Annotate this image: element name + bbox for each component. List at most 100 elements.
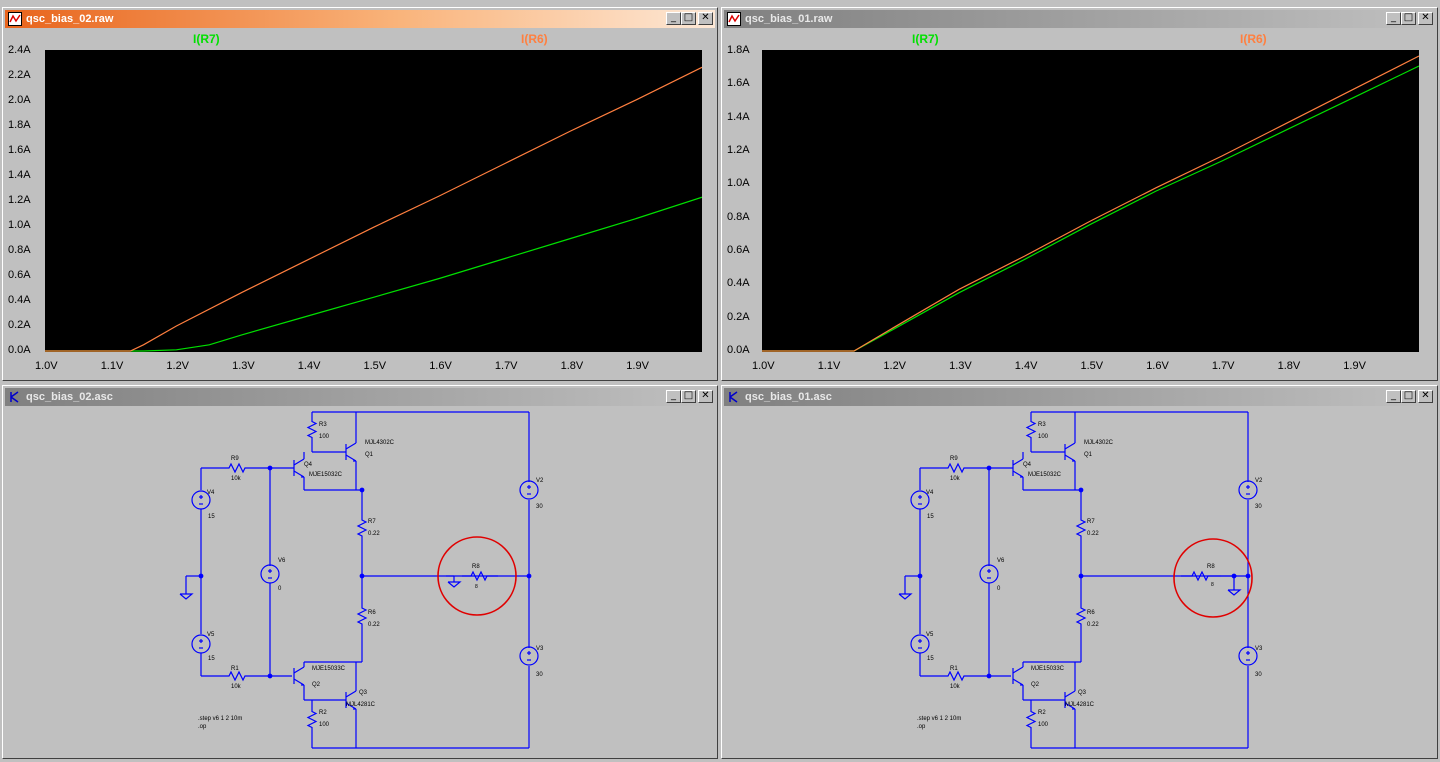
component-label: V6 bbox=[997, 558, 1005, 564]
voltage-source-icon[interactable] bbox=[979, 564, 999, 584]
wire bbox=[306, 418, 318, 443]
component-label: 100 bbox=[1038, 722, 1049, 728]
maximize-button[interactable]: □ bbox=[1401, 390, 1416, 403]
y-tick-label: 0.0A bbox=[727, 344, 750, 356]
y-tick-label: 1.2A bbox=[8, 194, 31, 206]
component-label: 100 bbox=[1038, 434, 1049, 440]
window-controls: _ □ ✕ bbox=[1386, 390, 1433, 403]
component-label: R3 bbox=[1038, 422, 1046, 428]
component-label: V5 bbox=[926, 632, 934, 638]
maximize-button[interactable]: □ bbox=[1401, 12, 1416, 25]
wire bbox=[1075, 516, 1087, 542]
title-bar[interactable]: qsc_bias_01.raw bbox=[724, 10, 1435, 28]
wire bbox=[1012, 666, 1024, 674]
x-tick-label: 1.5V bbox=[363, 360, 387, 372]
junction bbox=[359, 573, 365, 579]
component-label: R8 bbox=[472, 564, 480, 570]
x-tick-label: 1.4V bbox=[297, 360, 321, 372]
component-label: 0.22 bbox=[1087, 531, 1099, 537]
trace-ir7[interactable] bbox=[45, 196, 703, 352]
component-label: .op bbox=[198, 724, 207, 730]
wire bbox=[943, 462, 971, 474]
wire bbox=[293, 666, 305, 674]
component-label: 10k bbox=[950, 684, 961, 690]
component-label: V2 bbox=[1255, 478, 1263, 484]
minimize-button[interactable]: _ bbox=[666, 12, 681, 25]
y-tick-label: 0.0A bbox=[8, 344, 31, 356]
voltage-source-icon[interactable] bbox=[1238, 480, 1258, 500]
trace-ir6[interactable] bbox=[45, 66, 703, 352]
component-label: V6 bbox=[278, 558, 286, 564]
y-tick-label: 1.4A bbox=[727, 110, 750, 123]
component-label: MJE15033C bbox=[1031, 666, 1065, 672]
component-label: MJE15032C bbox=[309, 472, 343, 478]
window-title: qsc_bias_02.asc bbox=[26, 391, 113, 403]
title-bar[interactable]: qsc_bias_01.asc bbox=[724, 388, 1435, 406]
wire bbox=[447, 581, 462, 588]
component-label: 8 bbox=[1211, 582, 1214, 588]
wire bbox=[1064, 702, 1076, 710]
x-tick-label: 1.2V bbox=[883, 360, 907, 372]
voltage-source-icon[interactable] bbox=[519, 480, 539, 500]
x-tick-label: 1.0V bbox=[752, 360, 775, 372]
component-label: R1 bbox=[950, 666, 958, 672]
component-label: R2 bbox=[319, 710, 327, 716]
wire bbox=[898, 593, 913, 600]
close-button[interactable]: ✕ bbox=[1418, 390, 1433, 403]
plot-window-bias-02[interactable]: qsc_bias_02.raw _ □ ✕ I(R7) I(R6) 0.0A 0.… bbox=[2, 7, 718, 381]
wire bbox=[1012, 458, 1024, 466]
trace-ir7[interactable] bbox=[762, 65, 1420, 352]
component-label: 30 bbox=[536, 672, 543, 678]
plot-svg bbox=[762, 55, 1420, 352]
component-label: R6 bbox=[1087, 610, 1095, 616]
y-tick-label: 0.6A bbox=[8, 269, 31, 281]
trace-label-r7[interactable]: I(R7) bbox=[912, 32, 939, 46]
close-button[interactable]: ✕ bbox=[698, 390, 713, 403]
x-tick-label: 1.3V bbox=[232, 360, 255, 372]
component-label: Q4 bbox=[1023, 462, 1032, 468]
component-label: R1 bbox=[231, 666, 239, 672]
component-label: .step v6 1 2 10m bbox=[917, 716, 961, 722]
component-label: .step v6 1 2 10m bbox=[198, 716, 242, 722]
close-button[interactable]: ✕ bbox=[698, 12, 713, 25]
trace-label-r6[interactable]: I(R6) bbox=[1240, 32, 1267, 46]
maximize-button[interactable]: □ bbox=[681, 390, 696, 403]
x-tick-label: 1.7V bbox=[1211, 360, 1235, 372]
wire bbox=[293, 470, 305, 478]
minimize-button[interactable]: _ bbox=[1386, 390, 1401, 403]
component-label: 8 bbox=[475, 584, 478, 590]
wire bbox=[224, 462, 252, 474]
window-controls: _ □ ✕ bbox=[1386, 12, 1433, 25]
maximize-button[interactable]: □ bbox=[681, 12, 696, 25]
close-button[interactable]: ✕ bbox=[1418, 12, 1433, 25]
title-bar[interactable]: qsc_bias_02.raw bbox=[5, 10, 715, 28]
minimize-button[interactable]: _ bbox=[1386, 12, 1401, 25]
window-title: qsc_bias_01.raw bbox=[745, 13, 833, 25]
title-bar[interactable]: qsc_bias_02.asc bbox=[5, 388, 715, 406]
plot-area[interactable] bbox=[45, 50, 703, 352]
plot-area[interactable] bbox=[762, 50, 1420, 352]
component-label: R6 bbox=[368, 610, 376, 616]
voltage-source-icon[interactable] bbox=[260, 564, 280, 584]
voltage-source-icon[interactable] bbox=[519, 646, 539, 666]
wire bbox=[1025, 418, 1037, 443]
voltage-source-icon[interactable] bbox=[1238, 646, 1258, 666]
component-label: .op bbox=[917, 724, 926, 730]
trace-label-r6[interactable]: I(R6) bbox=[521, 32, 548, 46]
component-label: 0 bbox=[997, 586, 1001, 592]
window-title: qsc_bias_01.asc bbox=[745, 391, 832, 403]
trace-ir6[interactable] bbox=[762, 55, 1420, 352]
component-label: 0.22 bbox=[1087, 622, 1099, 628]
component-label: MJE15033C bbox=[312, 666, 346, 672]
y-tick-label: 2.4A bbox=[8, 44, 31, 56]
wire bbox=[345, 702, 357, 710]
highlight-circle bbox=[437, 536, 517, 616]
trace-label-r7[interactable]: I(R7) bbox=[193, 32, 220, 46]
wire bbox=[345, 454, 357, 462]
minimize-button[interactable]: _ bbox=[666, 390, 681, 403]
